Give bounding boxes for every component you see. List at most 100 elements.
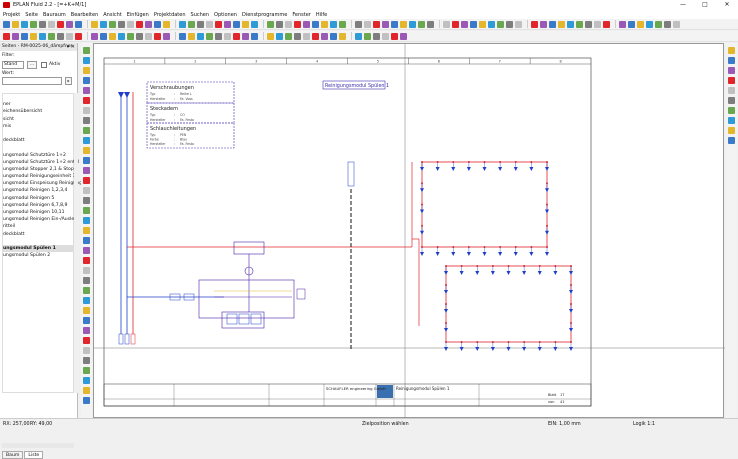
toolbar-tool-icon[interactable] — [127, 20, 134, 28]
aktiv-checkbox[interactable] — [41, 61, 47, 68]
tree-item[interactable]: deckblatt — [3, 231, 25, 237]
toolbar-tool-icon[interactable] — [224, 20, 231, 28]
toolbar-tool-icon[interactable] — [100, 32, 107, 40]
toolbar-tool-icon[interactable] — [206, 32, 213, 40]
toolbar-tool-icon[interactable] — [242, 32, 249, 40]
toolbar-tool-icon[interactable] — [197, 32, 204, 40]
toolbar-tool-icon[interactable] — [206, 20, 213, 28]
toolbar-tool-icon[interactable] — [321, 32, 328, 40]
toolbar-tool-icon[interactable] — [57, 20, 64, 28]
drawing-tool-icon[interactable] — [83, 157, 90, 164]
menu-suchen[interactable]: Suchen — [190, 11, 210, 18]
drawing-tool-icon[interactable] — [83, 367, 90, 374]
toolbar-tool-icon[interactable] — [628, 20, 635, 28]
drawing-tool-icon[interactable] — [83, 337, 90, 344]
toolbar-tool-icon[interactable] — [179, 32, 186, 40]
toolbar-tool-icon[interactable] — [594, 20, 601, 28]
tree-item[interactable]: ungsmodul Einspeisung Reinigung — [3, 181, 83, 187]
menu-optionen[interactable]: Optionen — [214, 11, 237, 18]
filter-select[interactable]: Stand — [2, 60, 24, 69]
toolbar-tool-icon[interactable] — [373, 20, 380, 28]
menu-ansicht[interactable]: Ansicht — [103, 11, 122, 18]
drawing-tool-icon[interactable] — [728, 87, 735, 94]
drawing-tool-icon[interactable] — [728, 57, 735, 64]
tree-item[interactable]: ungsmodul Reinigen 1,2,3,4 — [3, 188, 68, 194]
toolbar-tool-icon[interactable] — [163, 20, 170, 28]
toolbar-tool-icon[interactable] — [400, 32, 407, 40]
drawing-tool-icon[interactable] — [83, 187, 90, 194]
drawing-tool-icon[interactable] — [83, 177, 90, 184]
toolbar-tool-icon[interactable] — [267, 32, 274, 40]
menu-projekt[interactable]: Projekt — [3, 11, 21, 18]
toolbar-tool-icon[interactable] — [57, 32, 64, 40]
toolbar-tool-icon[interactable] — [215, 32, 222, 40]
toolbar-tool-icon[interactable] — [136, 20, 143, 28]
toolbar-tool-icon[interactable] — [364, 20, 371, 28]
drawing-tool-icon[interactable] — [83, 147, 90, 154]
toolbar-tool-icon[interactable] — [461, 20, 468, 28]
drawing-tool-icon[interactable] — [83, 107, 90, 114]
toolbar-tool-icon[interactable] — [242, 20, 249, 28]
tree-item[interactable]: ungsmodul Schutztüre 1+2 entbl — [3, 159, 80, 165]
toolbar-tool-icon[interactable] — [188, 32, 195, 40]
toolbar-tool-icon[interactable] — [30, 32, 37, 40]
toolbar-tool-icon[interactable] — [418, 20, 425, 28]
drawing-tool-icon[interactable] — [728, 127, 735, 134]
drawing-tool-icon[interactable] — [83, 117, 90, 124]
menu-bauraum[interactable]: Bauraum — [42, 11, 66, 18]
drawing-tool-icon[interactable] — [83, 257, 90, 264]
filter-more-button[interactable]: ... — [27, 60, 37, 69]
drawing-tool-icon[interactable] — [728, 117, 735, 124]
toolbar-tool-icon[interactable] — [558, 20, 565, 28]
drawing-tool-icon[interactable] — [83, 347, 90, 354]
tree-item[interactable]: ritteil — [3, 224, 16, 230]
toolbar-tool-icon[interactable] — [3, 32, 10, 40]
menu-seite[interactable]: Seite — [25, 11, 38, 18]
tree-item[interactable]: sicht — [3, 116, 14, 122]
toolbar-tool-icon[interactable] — [373, 32, 380, 40]
tree-item[interactable] — [3, 144, 73, 151]
toolbar-tool-icon[interactable] — [664, 20, 671, 28]
toolbar-tool-icon[interactable] — [109, 32, 116, 40]
toolbar-tool-icon[interactable] — [127, 32, 134, 40]
toolbar-tool-icon[interactable] — [339, 32, 346, 40]
wert-apply-button[interactable]: ▸ — [65, 77, 72, 85]
menu-bearbeiten[interactable]: Bearbeiten — [70, 11, 99, 18]
toolbar-tool-icon[interactable] — [48, 20, 55, 28]
toolbar-tool-icon[interactable] — [655, 20, 662, 28]
minimize-button[interactable]: — — [680, 1, 686, 8]
toolbar-tool-icon[interactable] — [21, 20, 28, 28]
toolbar-tool-icon[interactable] — [506, 20, 513, 28]
drawing-tool-icon[interactable] — [728, 77, 735, 84]
toolbar-tool-icon[interactable] — [75, 32, 82, 40]
tree-item[interactable]: ungsmodul Reinigen 10,11 — [3, 210, 65, 215]
drawing-tool-icon[interactable] — [83, 297, 90, 304]
toolbar-tool-icon[interactable] — [585, 20, 592, 28]
toolbar-tool-icon[interactable] — [321, 20, 328, 28]
toolbar-tool-icon[interactable] — [303, 20, 310, 28]
drawing-tool-icon[interactable] — [83, 277, 90, 284]
drawing-tool-icon[interactable] — [83, 67, 90, 74]
toolbar-tool-icon[interactable] — [646, 20, 653, 28]
maximize-button[interactable]: □ — [702, 1, 708, 8]
drawing-tool-icon[interactable] — [83, 57, 90, 64]
toolbar-tool-icon[interactable] — [215, 20, 222, 28]
drawing-tool-icon[interactable] — [83, 97, 90, 104]
drawing-tool-icon[interactable] — [728, 97, 735, 104]
toolbar-tool-icon[interactable] — [391, 20, 398, 28]
toolbar-tool-icon[interactable] — [619, 20, 626, 28]
tree-item[interactable]: ungsmodul Reinigen 6,7,8,9 — [3, 202, 68, 208]
toolbar-tool-icon[interactable] — [163, 32, 170, 40]
toolbar-tool-icon[interactable] — [576, 20, 583, 28]
drawing-tool-icon[interactable] — [728, 47, 735, 54]
toolbar-tool-icon[interactable] — [136, 32, 143, 40]
drawing-tool-icon[interactable] — [83, 207, 90, 214]
tree-item[interactable]: deckblatt — [3, 138, 25, 144]
tree-item[interactable]: ungsmodul Reinigungseinheit 1 — [3, 174, 76, 180]
toolbar-tool-icon[interactable] — [197, 20, 204, 28]
tree-item[interactable] — [3, 238, 73, 245]
drawing-tool-icon[interactable] — [728, 67, 735, 74]
menu-hilfe[interactable]: Hilfe — [315, 11, 328, 18]
